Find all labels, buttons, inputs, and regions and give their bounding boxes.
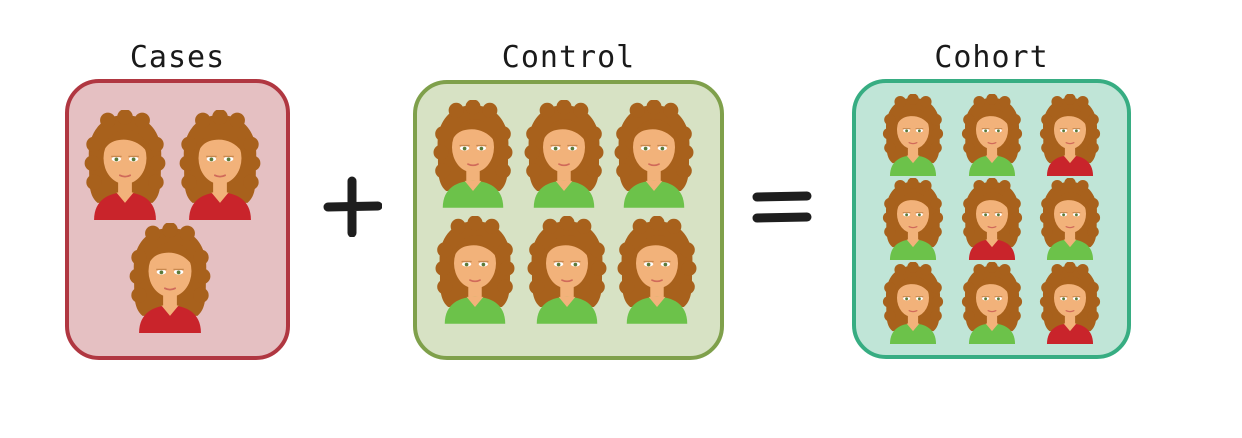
case-person-icon <box>82 110 168 220</box>
control-person-icon <box>881 94 945 176</box>
case-person-icon <box>1038 94 1102 176</box>
cohort-label: Cohort <box>934 40 1049 75</box>
control-person-icon <box>960 262 1024 344</box>
control-person-icon <box>525 216 609 324</box>
control-person-icon <box>1038 178 1102 260</box>
control-person-icon <box>881 262 945 344</box>
control-person-icon <box>612 100 696 208</box>
cropped-title <box>290 0 910 10</box>
control-person-icon <box>881 178 945 260</box>
control-label: Control <box>501 40 636 75</box>
control-person-icon <box>433 216 517 324</box>
case-person-icon <box>1038 262 1102 344</box>
plus-icon <box>323 176 382 237</box>
case-person-icon <box>127 223 213 333</box>
control-person-icon <box>615 216 699 324</box>
control-person-icon <box>522 100 606 208</box>
control-person-icon <box>431 100 515 208</box>
case-person-icon <box>177 110 263 220</box>
control-person-icon <box>960 94 1024 176</box>
cases-label: Cases <box>129 40 226 75</box>
case-person-icon <box>960 178 1024 260</box>
equals-icon <box>752 191 812 223</box>
